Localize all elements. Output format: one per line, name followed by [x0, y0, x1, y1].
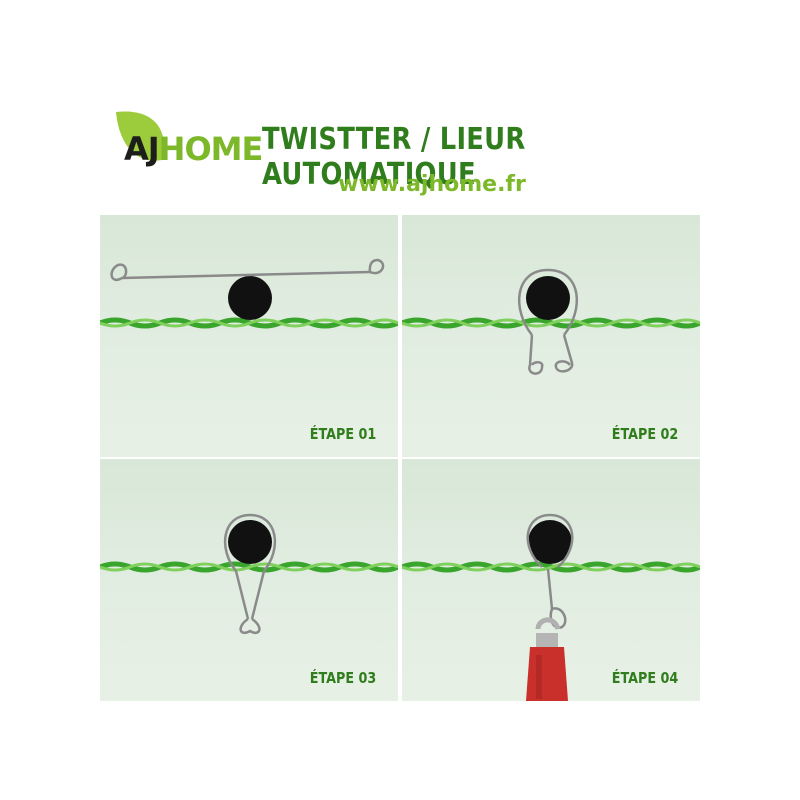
steps-grid: ÉTAPE 01 ÉTAPE 02 — [100, 215, 700, 701]
post-circle — [526, 276, 570, 320]
logo-home: HOME — [158, 130, 264, 168]
tie-wire — [526, 513, 574, 630]
step-panel-2: ÉTAPE 02 — [402, 215, 700, 457]
website-url: www.ajhome.fr — [338, 172, 526, 197]
step-label-4: ÉTAPE 04 — [611, 669, 678, 687]
post-circle — [228, 520, 272, 564]
logo-text: AJHOME — [124, 130, 264, 168]
step-label-2: ÉTAPE 02 — [611, 425, 678, 443]
step-label-1: ÉTAPE 01 — [309, 425, 376, 443]
step-panel-4: ÉTAPE 04 — [402, 459, 700, 701]
tie-wire — [110, 258, 385, 281]
green-fence-wire — [402, 561, 700, 573]
post-circle — [228, 276, 272, 320]
tie-wire — [223, 513, 277, 635]
ajhome-logo: AJHOME — [112, 108, 263, 178]
green-fence-wire — [402, 317, 700, 329]
step-panel-3: ÉTAPE 03 — [100, 459, 398, 701]
leaf-icon — [116, 111, 164, 161]
page-title: TWISTTER / LIEUR AUTOMATIQUE — [262, 122, 526, 192]
green-fence-wire — [100, 561, 398, 573]
twister-tool-icon — [526, 617, 568, 701]
header: AJHOME TWISTTER / LIEUR AUTOMATIQUE www.… — [0, 0, 800, 215]
step-label-3: ÉTAPE 03 — [309, 669, 376, 687]
tie-wire — [518, 268, 578, 375]
step-panel-1: ÉTAPE 01 — [100, 215, 398, 457]
logo-aj: AJ — [124, 130, 160, 168]
post-circle — [528, 520, 572, 564]
green-fence-wire — [100, 317, 398, 329]
